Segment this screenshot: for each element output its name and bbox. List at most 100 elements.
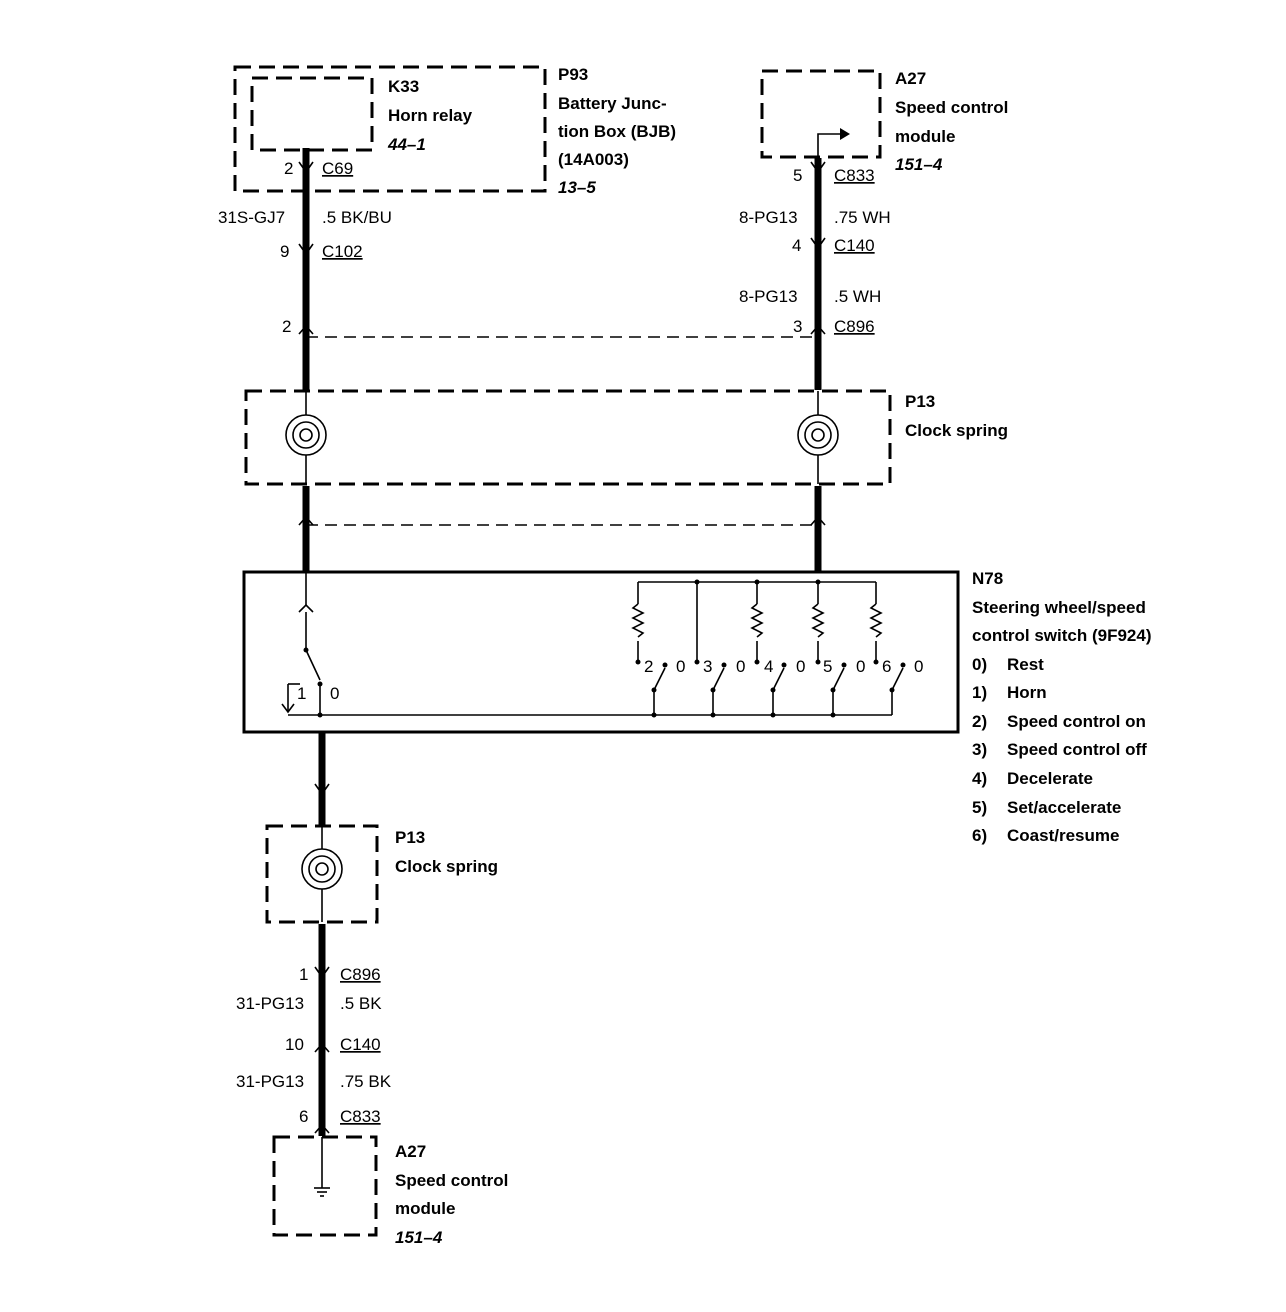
speed-control-switches xyxy=(651,662,906,718)
connector-c140-bottom-symbol xyxy=(314,1042,330,1053)
contact-label-0b: 0 xyxy=(736,657,745,676)
connector-c896-right-symbol xyxy=(810,324,826,335)
bus-node-horn xyxy=(317,712,323,718)
horn-relay-ref: 44–1 xyxy=(387,135,426,154)
connector-c896-bottom-symbol xyxy=(314,966,330,979)
contact-label-0c: 0 xyxy=(796,657,805,676)
c896-bottom-connector: C896 xyxy=(340,965,381,984)
c896-left-pin: 2 xyxy=(282,317,291,336)
c833-bottom-pin: 6 xyxy=(299,1107,308,1126)
bjb-box xyxy=(233,65,547,193)
speed-module-top-name-2: module xyxy=(895,127,955,146)
c102-pin: 9 xyxy=(280,242,289,261)
switch-blade-6 xyxy=(891,667,904,691)
switch-position-legend: 0) Rest 1) Horn 2) Speed control on 3) S… xyxy=(972,655,1147,845)
connector-c833-top-symbol xyxy=(810,161,826,174)
legend-label-5: Set/accelerate xyxy=(1007,798,1121,817)
legend-num-0: 0) xyxy=(972,655,987,674)
speed-module-top-box xyxy=(760,69,882,159)
connector-c833-bottom-symbol xyxy=(314,1123,330,1134)
speed-module-bottom-name-1: Speed control xyxy=(395,1171,508,1190)
c896-top-connector: C896 xyxy=(834,317,875,336)
switch-blade-2 xyxy=(653,667,666,691)
c833-top-connector: C833 xyxy=(834,166,875,185)
circuit-8-pg13-a: 8-PG13 xyxy=(739,208,798,227)
clock-spring-bottom-coil xyxy=(301,848,343,890)
c140-bottom-connector: C140 xyxy=(340,1035,381,1054)
connector-c69-symbol xyxy=(298,161,314,174)
connector-c140-top-symbol xyxy=(810,237,826,250)
module-input-line xyxy=(817,133,840,160)
legend-label-1: Horn xyxy=(1007,683,1047,702)
connector-c896-left-symbol xyxy=(298,324,314,335)
contact-label-3: 3 xyxy=(703,657,712,676)
horn-pos-0: 0 xyxy=(330,684,339,703)
clock-spring-bottom-id: P13 xyxy=(395,828,425,847)
c102-connector: C102 xyxy=(322,242,363,261)
wire-spec-75-wh: .75 WH xyxy=(834,208,891,227)
c896-right-pin: 3 xyxy=(793,317,802,336)
horn-relay-id: K33 xyxy=(388,77,419,96)
c833-top-pin: 5 xyxy=(793,166,802,185)
steering-switch-box xyxy=(242,570,960,734)
horn-relay-box xyxy=(250,76,374,152)
horn-relay-name: Horn relay xyxy=(388,106,473,125)
circuit-8-pg13-b: 8-PG13 xyxy=(739,287,798,306)
speed-module-bottom-ref: 151–4 xyxy=(395,1228,443,1247)
switch-name-1: Steering wheel/speed xyxy=(972,598,1146,617)
c140-top-pin: 4 xyxy=(792,236,801,255)
wire-spec-bkbu: .5 BK/BU xyxy=(322,208,392,227)
c833-bottom-connector: C833 xyxy=(340,1107,381,1126)
wire-spec-5-wh: .5 WH xyxy=(834,287,881,306)
contact-label-2: 2 xyxy=(644,657,653,676)
resistor-icon xyxy=(869,603,883,638)
legend-label-3: Speed control off xyxy=(1007,740,1147,759)
speed-module-top-name-1: Speed control xyxy=(895,98,1008,117)
bjb-part: (14A003) xyxy=(558,150,629,169)
connector-left-mid-symbol xyxy=(298,515,314,526)
contact-label-0d: 0 xyxy=(856,657,865,676)
contact-label-4: 4 xyxy=(764,657,773,676)
contact-label-6: 6 xyxy=(882,657,891,676)
legend-num-4: 4) xyxy=(972,769,987,788)
speed-module-top-id: A27 xyxy=(895,69,926,88)
legend-label-2: Speed control on xyxy=(1007,712,1146,731)
clock-spring-top-name: Clock spring xyxy=(905,421,1008,440)
resistor-icon xyxy=(631,603,645,638)
legend-label-4: Decelerate xyxy=(1007,769,1093,788)
circuit-31s-gj7: 31S-GJ7 xyxy=(218,208,285,227)
legend-label-6: Coast/resume xyxy=(1007,826,1119,845)
legend-num-3: 3) xyxy=(972,740,987,759)
resistor-ladder xyxy=(631,582,883,665)
clock-spring-top-id: P13 xyxy=(905,392,935,411)
horn-switch-blade xyxy=(305,649,321,681)
c69-connector: C69 xyxy=(322,159,353,178)
c69-pin: 2 xyxy=(284,159,293,178)
resistor-icon xyxy=(811,603,825,638)
bjb-ref: 13–5 xyxy=(558,178,596,197)
c896-bottom-pin: 1 xyxy=(299,965,308,984)
legend-num-5: 5) xyxy=(972,798,987,817)
contact-label-0a: 0 xyxy=(676,657,685,676)
c140-top-connector: C140 xyxy=(834,236,875,255)
circuit-31-pg13-b: 31-PG13 xyxy=(236,1072,304,1091)
switch-blade-4 xyxy=(772,667,785,691)
speed-module-top-ref: 151–4 xyxy=(895,155,943,174)
ground-icon xyxy=(314,1187,330,1197)
clock-spring-left-coil xyxy=(285,414,327,456)
clock-spring-bottom-name: Clock spring xyxy=(395,857,498,876)
contact-label-0e: 0 xyxy=(914,657,923,676)
legend-label-0: Rest xyxy=(1007,655,1044,674)
resistor-icon xyxy=(750,603,764,638)
wire-spec-5-bk: .5 BK xyxy=(340,994,382,1013)
switch-name-2: control switch (9F924) xyxy=(972,626,1151,645)
horn-switch-connector xyxy=(298,603,314,613)
clock-spring-right-coil xyxy=(797,414,839,456)
connector-bottom-mid-symbol xyxy=(314,783,330,796)
legend-num-2: 2) xyxy=(972,712,987,731)
switch-blade-5 xyxy=(832,667,845,691)
speed-module-bottom-id: A27 xyxy=(395,1142,426,1161)
c140-bottom-pin: 10 xyxy=(285,1035,304,1054)
clock-spring-top-box xyxy=(244,389,892,486)
